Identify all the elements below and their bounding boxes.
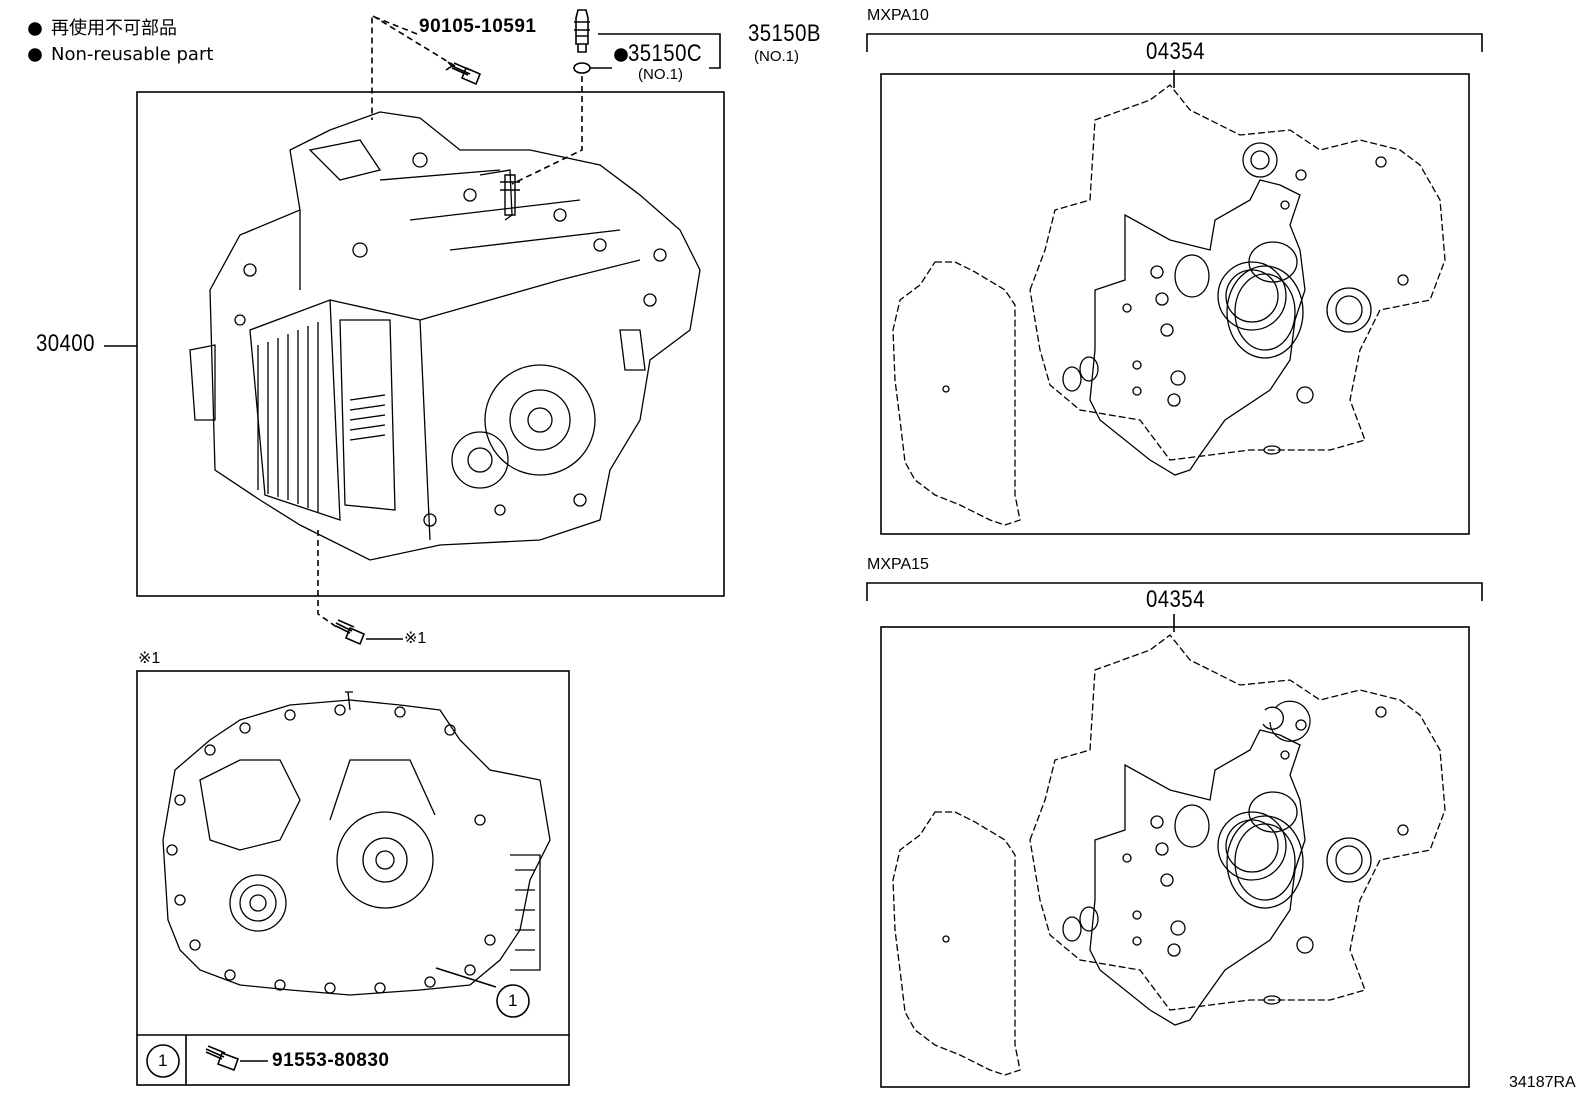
transaxle-frame — [136, 91, 725, 597]
drawing-reference: 34187RA — [1509, 1074, 1576, 1091]
leader-lower-bolt-dash — [317, 530, 339, 629]
case-detail-drawing — [162, 691, 551, 996]
sensor-35150b — [573, 9, 591, 74]
part-number-transaxle[interactable]: 30400 — [36, 330, 95, 357]
part-number-bolt-top[interactable]: 90105-10591 — [419, 16, 537, 37]
legend-japanese: 再使用不可部品 — [51, 18, 177, 39]
kit-part-number-mxpa10[interactable]: 04354 — [1146, 38, 1205, 65]
kit-frame-mxpa10 — [880, 73, 1470, 535]
part-number-sensor[interactable]: 35150B — [748, 20, 821, 47]
detail-divider — [137, 1034, 569, 1085]
gasket-kit-drawing-mxpa10 — [892, 84, 1446, 526]
bracket-mxpa15 — [866, 582, 1483, 601]
sensor-mounted — [500, 174, 520, 216]
kit-part-number-mxpa15[interactable]: 04354 — [1146, 586, 1205, 613]
detail-ref: ※1 — [138, 650, 161, 667]
detail-callout-circle — [496, 984, 530, 1018]
legend-dot-ja — [28, 22, 42, 36]
kit-model-mxpa15: MXPA15 — [867, 556, 929, 573]
legend-dot-en — [28, 48, 42, 62]
table-bolt — [205, 1045, 240, 1072]
kit-frame-mxpa15 — [880, 626, 1470, 1088]
detail-callout-number: 1 — [508, 991, 518, 1010]
bracket-mxpa10 — [866, 33, 1483, 52]
leader-bolt-top — [371, 14, 456, 120]
gasket-kit-drawing-mxpa15 — [892, 634, 1446, 1076]
bolt-90105-10591 — [445, 61, 482, 86]
sensor-sub-label: (NO.1) — [754, 48, 799, 65]
non-reusable-dot-35150c — [614, 48, 628, 62]
leader-sensor-dash — [511, 76, 583, 185]
table-callout-circle — [146, 1044, 180, 1078]
detail-frame — [136, 670, 570, 1086]
lower-bolt — [335, 619, 366, 646]
part-number-table-bolt[interactable]: 91553-80830 — [272, 1050, 390, 1071]
part-number-oring[interactable]: 35150C — [628, 40, 703, 67]
kit-model-mxpa10: MXPA10 — [867, 7, 929, 24]
lower-bolt-ref: ※1 — [404, 630, 427, 647]
oring-sub-label: (NO.1) — [638, 66, 683, 83]
legend-english: Non-reusable part — [51, 44, 214, 65]
leader-detail-circle — [435, 967, 497, 988]
table-callout-number: 1 — [158, 1051, 168, 1070]
transaxle-drawing — [189, 111, 701, 561]
leader-sensor — [598, 33, 721, 69]
